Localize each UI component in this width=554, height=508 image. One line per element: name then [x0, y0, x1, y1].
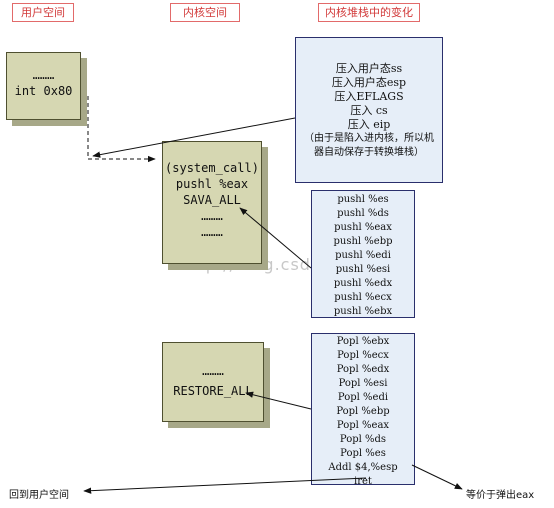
restore-stack-line: Popl %ebp [336, 406, 390, 417]
return-user-arrow [83, 477, 367, 494]
dashed-call-arrow [87, 96, 156, 163]
header-user-space: 用户空间 [12, 3, 74, 22]
restore-stack-line: Popl %es [340, 448, 386, 459]
hw-push-line: 器自动保存于转换堆栈） [314, 147, 424, 158]
restore-stack-line: Popl %edi [337, 392, 389, 403]
save-all-arrow [239, 207, 312, 269]
user-code-line: ……… [32, 68, 55, 82]
header-stack-changes: 内核堆栈中的变化 [318, 3, 420, 22]
save-all-line: pushl %eax [334, 222, 392, 233]
header-kernel-space: 内核空间 [170, 3, 240, 22]
hw-push-line: 压入用户态esp [331, 76, 407, 89]
restore-stack-line: Popl %eax [336, 420, 390, 431]
restore-line: ……… [202, 364, 224, 378]
hw-push-line: 压入用户态ss [335, 62, 403, 75]
restore-stack-line: Popl %edx [336, 364, 390, 375]
hw-push-line: 压入 eip [347, 118, 391, 131]
save-all-line: pushl %edx [333, 278, 393, 289]
syscall-line: pushl %eax [175, 177, 249, 191]
restore-line: RESTORE_ALL [173, 384, 253, 398]
save-all-panel: pushl %es pushl %ds pushl %eax pushl %eb… [311, 190, 415, 318]
save-all-line: pushl %ds [337, 208, 389, 219]
syscall-line: ……… [201, 209, 223, 223]
save-all-line: pushl %ebp [333, 236, 393, 247]
save-all-line: pushl %edi [335, 250, 391, 261]
save-all-line: pushl %ecx [334, 292, 392, 303]
restore-stack-panel: Popl %ebx Popl %ecx Popl %edx Popl %esi … [311, 333, 415, 487]
user-code-line: int 0x80 [14, 84, 73, 98]
hw-push-line: （由于是陷入进内核，所以机 [304, 133, 434, 144]
syscall-line: ……… [201, 225, 223, 239]
hw-push-line: 压入 cs [350, 104, 388, 117]
syscall-line: SAVA_ALL [183, 193, 241, 207]
hw-push-line: 压入EFLAGS [334, 90, 404, 103]
equiv-pop-arrow [411, 464, 463, 490]
restore-stack-line: Popl %esi [338, 378, 388, 389]
restore-all-arrow [245, 391, 312, 410]
restore-stack-line: iret [354, 476, 372, 487]
restore-stack-line: Popl %ds [339, 434, 387, 445]
restore-stack-line: Popl %ecx [337, 350, 389, 361]
equiv-pop-eax-label: 等价于弹出eax [466, 490, 535, 501]
hardware-push-panel: 压入用户态ss 压入用户态esp 压入EFLAGS 压入 cs 压入 eip （… [295, 37, 443, 183]
save-all-line: pushl %ebx [333, 306, 393, 317]
save-all-line: pushl %es [337, 194, 389, 205]
hw-push-arrow [92, 117, 296, 158]
restore-stack-line: Addl $4,%esp [328, 462, 398, 473]
restore-all-box: ……… RESTORE_ALL [162, 342, 264, 422]
save-all-line: pushl %esi [335, 264, 391, 275]
return-to-user-label: 回到用户空间 [9, 490, 69, 501]
restore-stack-line: Popl %ebx [336, 336, 390, 347]
user-code-box: ……… int 0x80 [6, 52, 81, 120]
system-call-box: (system_call) pushl %eax SAVA_ALL ……… ……… [162, 141, 262, 264]
syscall-line: (system_call) [165, 161, 259, 175]
